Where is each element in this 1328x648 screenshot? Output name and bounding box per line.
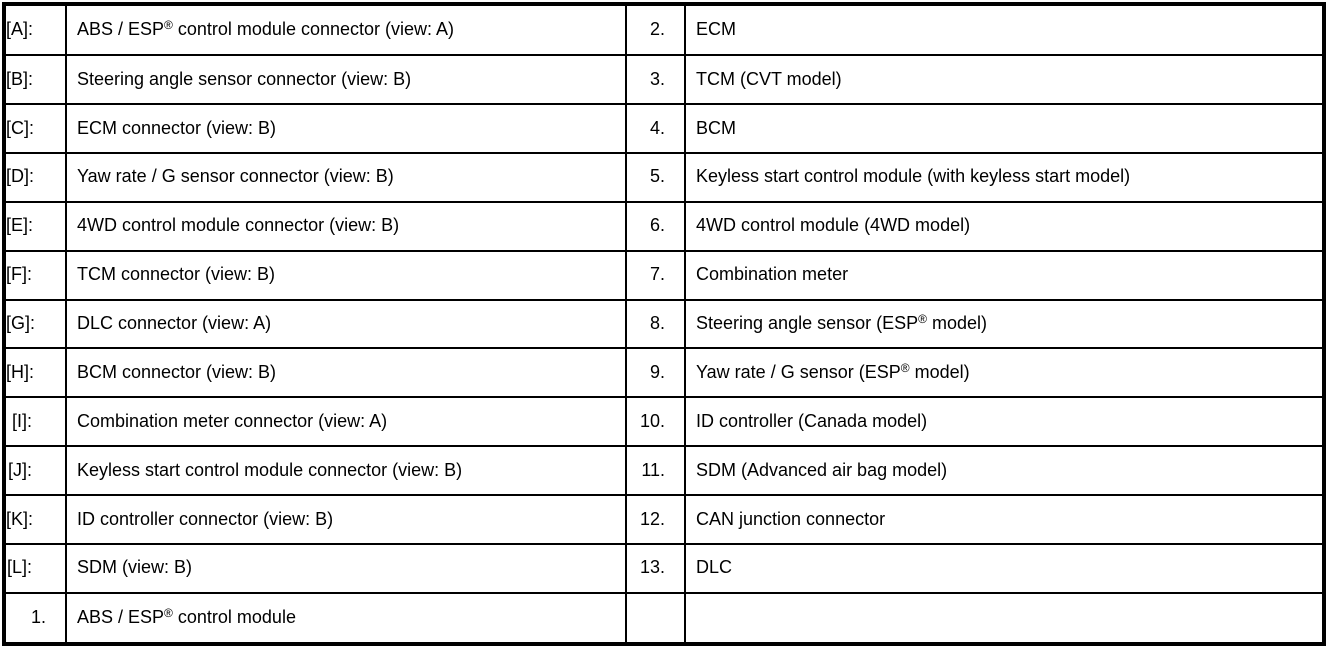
left-description: DLC connector (view: A) [65,298,627,350]
right-ref-number: 7. [625,249,686,301]
registered-trademark-symbol: ® [900,360,910,375]
right-description: DLC [684,542,1325,594]
legend-row: [H]: BCM connector (view: B) 9. Yaw rate… [3,347,1325,399]
left-ref-label: [A]: [3,2,67,57]
legend-row: [D]: Yaw rate / G sensor connector (view… [3,151,1325,203]
left-ref-label: [F]: [3,249,67,301]
right-ref-number: 10. [625,396,686,448]
right-description: TCM (CVT model) [684,54,1325,105]
legend-row: [J]: Keyless start control module connec… [3,445,1325,496]
right-description: ID controller (Canada model) [684,396,1325,448]
legend-row: [F]: TCM connector (view: B) 7. Combinat… [3,249,1325,301]
right-description: BCM [684,103,1325,154]
registered-trademark-symbol: ® [164,18,173,33]
left-ref-label: [G]: [3,298,67,350]
right-description: 4WD control module (4WD model) [684,200,1325,252]
legend-row: [K]: ID controller connector (view: B) 1… [3,494,1325,545]
left-ref-label: [E]: [3,200,67,252]
right-ref-number: 13. [625,542,686,594]
right-ref-number: 5. [625,151,686,203]
right-description: ECM [684,2,1325,57]
left-ref-label: [C]: [3,103,67,154]
right-description: Steering angle sensor (ESP® model) [684,298,1325,350]
left-description: Steering angle sensor connector (view: B… [65,54,627,105]
right-ref-number [625,591,686,646]
right-description: Yaw rate / G sensor (ESP® model) [684,347,1325,399]
legend-row: 1. ABS / ESP® control module [3,591,1325,646]
right-ref-number: 11. [625,445,686,496]
right-description: CAN junction connector [684,494,1325,545]
left-ref-label: [L]: [3,542,67,594]
left-description: ID controller connector (view: B) [65,494,627,545]
left-description: ABS / ESP® control module connector (vie… [65,2,627,57]
left-description: ABS / ESP® control module [65,591,627,646]
left-description: 4WD control module connector (view: B) [65,200,627,252]
legend-row: [E]: 4WD control module connector (view:… [3,200,1325,252]
left-description: Yaw rate / G sensor connector (view: B) [65,151,627,203]
right-ref-number: 6. [625,200,686,252]
right-description: Keyless start control module (with keyle… [684,151,1325,203]
left-description: SDM (view: B) [65,542,627,594]
right-ref-number: 4. [625,103,686,154]
right-ref-number: 12. [625,494,686,545]
legend-row: [C]: ECM connector (view: B) 4. BCM [3,103,1325,154]
left-ref-label: [I]: [3,396,67,448]
right-description: SDM (Advanced air bag model) [684,445,1325,496]
registered-trademark-symbol: ® [918,312,927,327]
legend-rows: [A]: ABS / ESP® control module connector… [3,2,1325,646]
legend-row: [G]: DLC connector (view: A) 8. Steering… [3,298,1325,350]
right-ref-number: 9. [625,347,686,399]
legend-row: [A]: ABS / ESP® control module connector… [3,2,1325,57]
left-description: Combination meter connector (view: A) [65,396,627,448]
right-description [684,591,1325,646]
left-ref-label: [J]: [3,445,67,496]
left-description: TCM connector (view: B) [65,249,627,301]
left-ref-label: [D]: [3,151,67,203]
legend-row: [L]: SDM (view: B) 13. DLC [3,542,1325,594]
right-ref-number: 3. [625,54,686,105]
left-description: ECM connector (view: B) [65,103,627,154]
right-ref-number: 8. [625,298,686,350]
left-description: BCM connector (view: B) [65,347,627,399]
left-ref-label: [B]: [3,54,67,105]
left-ref-label: [H]: [3,347,67,399]
right-description: Combination meter [684,249,1325,301]
legend-row: [B]: Steering angle sensor connector (vi… [3,54,1325,105]
left-description: Keyless start control module connector (… [65,445,627,496]
right-ref-number: 2. [625,2,686,57]
legend-row: [I]: Combination meter connector (view: … [3,396,1325,448]
registered-trademark-symbol: ® [164,605,173,620]
left-ref-label: [K]: [3,494,67,545]
left-ref-label: 1. [3,591,67,646]
